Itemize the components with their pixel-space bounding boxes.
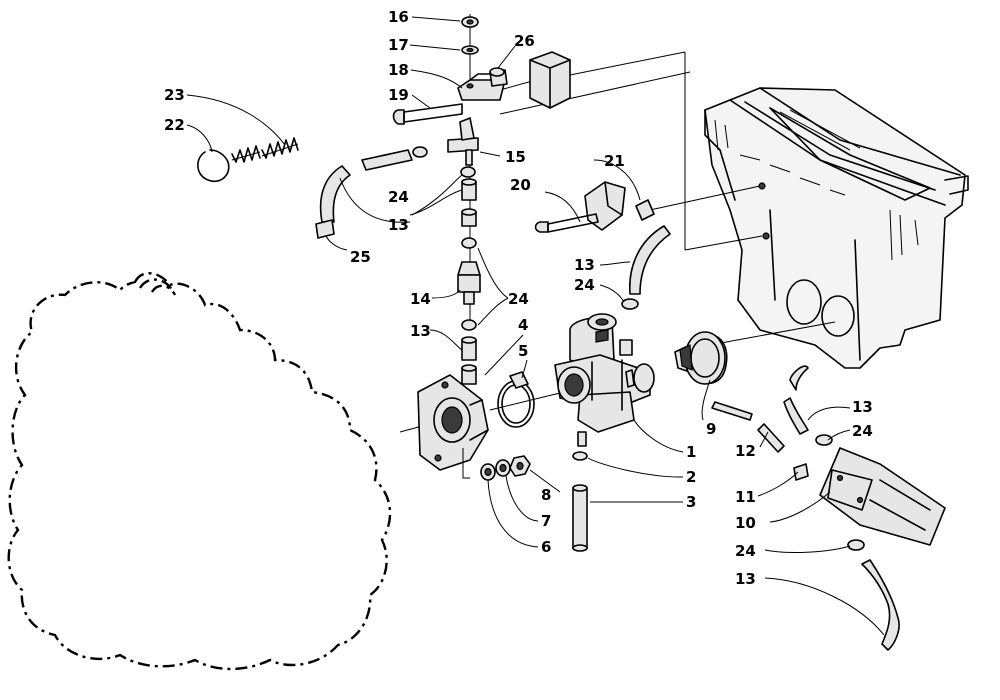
callout-10: 10 [735, 514, 756, 532]
callout-12: 12 [735, 442, 756, 460]
callout-23: 23 [164, 86, 185, 104]
callout-19: 19 [388, 86, 409, 104]
airbox [704, 87, 969, 369]
callout-24: 24 [388, 188, 409, 206]
callout-24: 24 [508, 290, 529, 308]
callout-11: 11 [735, 488, 756, 506]
callout-25: 25 [350, 248, 371, 266]
intake-boot [674, 331, 728, 385]
fuel-pump [711, 365, 946, 651]
callout-labels: 16 17 18 19 26 23 22 15 24 13 25 14 13 2… [164, 8, 873, 588]
callout-1: 1 [686, 443, 696, 461]
callout-21: 21 [604, 152, 625, 170]
callout-8: 8 [541, 486, 551, 504]
carburetor [554, 313, 655, 447]
callout-9: 9 [706, 420, 716, 438]
callout-16: 16 [388, 8, 409, 26]
callout-2: 2 [686, 468, 696, 486]
engine-outline [7, 272, 392, 671]
callout-20: 20 [510, 176, 531, 194]
mount-bracket [534, 181, 655, 233]
callout-17: 17 [388, 36, 409, 54]
callout-13: 13 [388, 216, 409, 234]
intake-flange [417, 374, 489, 479]
drain-tube [572, 451, 588, 552]
washers [480, 455, 531, 481]
leader-lines [186, 16, 885, 636]
callout-13: 13 [735, 570, 756, 588]
callout-13: 13 [574, 256, 595, 274]
callout-15: 15 [505, 148, 526, 166]
callout-6: 6 [541, 538, 551, 556]
callout-24: 24 [735, 542, 756, 560]
callout-26: 26 [514, 32, 535, 50]
callout-24: 24 [852, 422, 873, 440]
fuel-valve-assembly [315, 117, 481, 385]
callout-7: 7 [541, 512, 551, 530]
vent-hose [621, 225, 671, 310]
callout-5: 5 [518, 342, 528, 360]
callout-3: 3 [686, 493, 696, 511]
hose-clamp [497, 371, 535, 428]
callout-18: 18 [388, 61, 409, 79]
callout-4: 4 [518, 316, 528, 334]
callout-13: 13 [852, 398, 873, 416]
springs [197, 137, 299, 182]
fuel-valve-mount [392, 16, 571, 125]
callout-22: 22 [164, 116, 185, 134]
callout-24: 24 [574, 276, 595, 294]
callout-13: 13 [410, 322, 431, 340]
callout-14: 14 [410, 290, 431, 308]
